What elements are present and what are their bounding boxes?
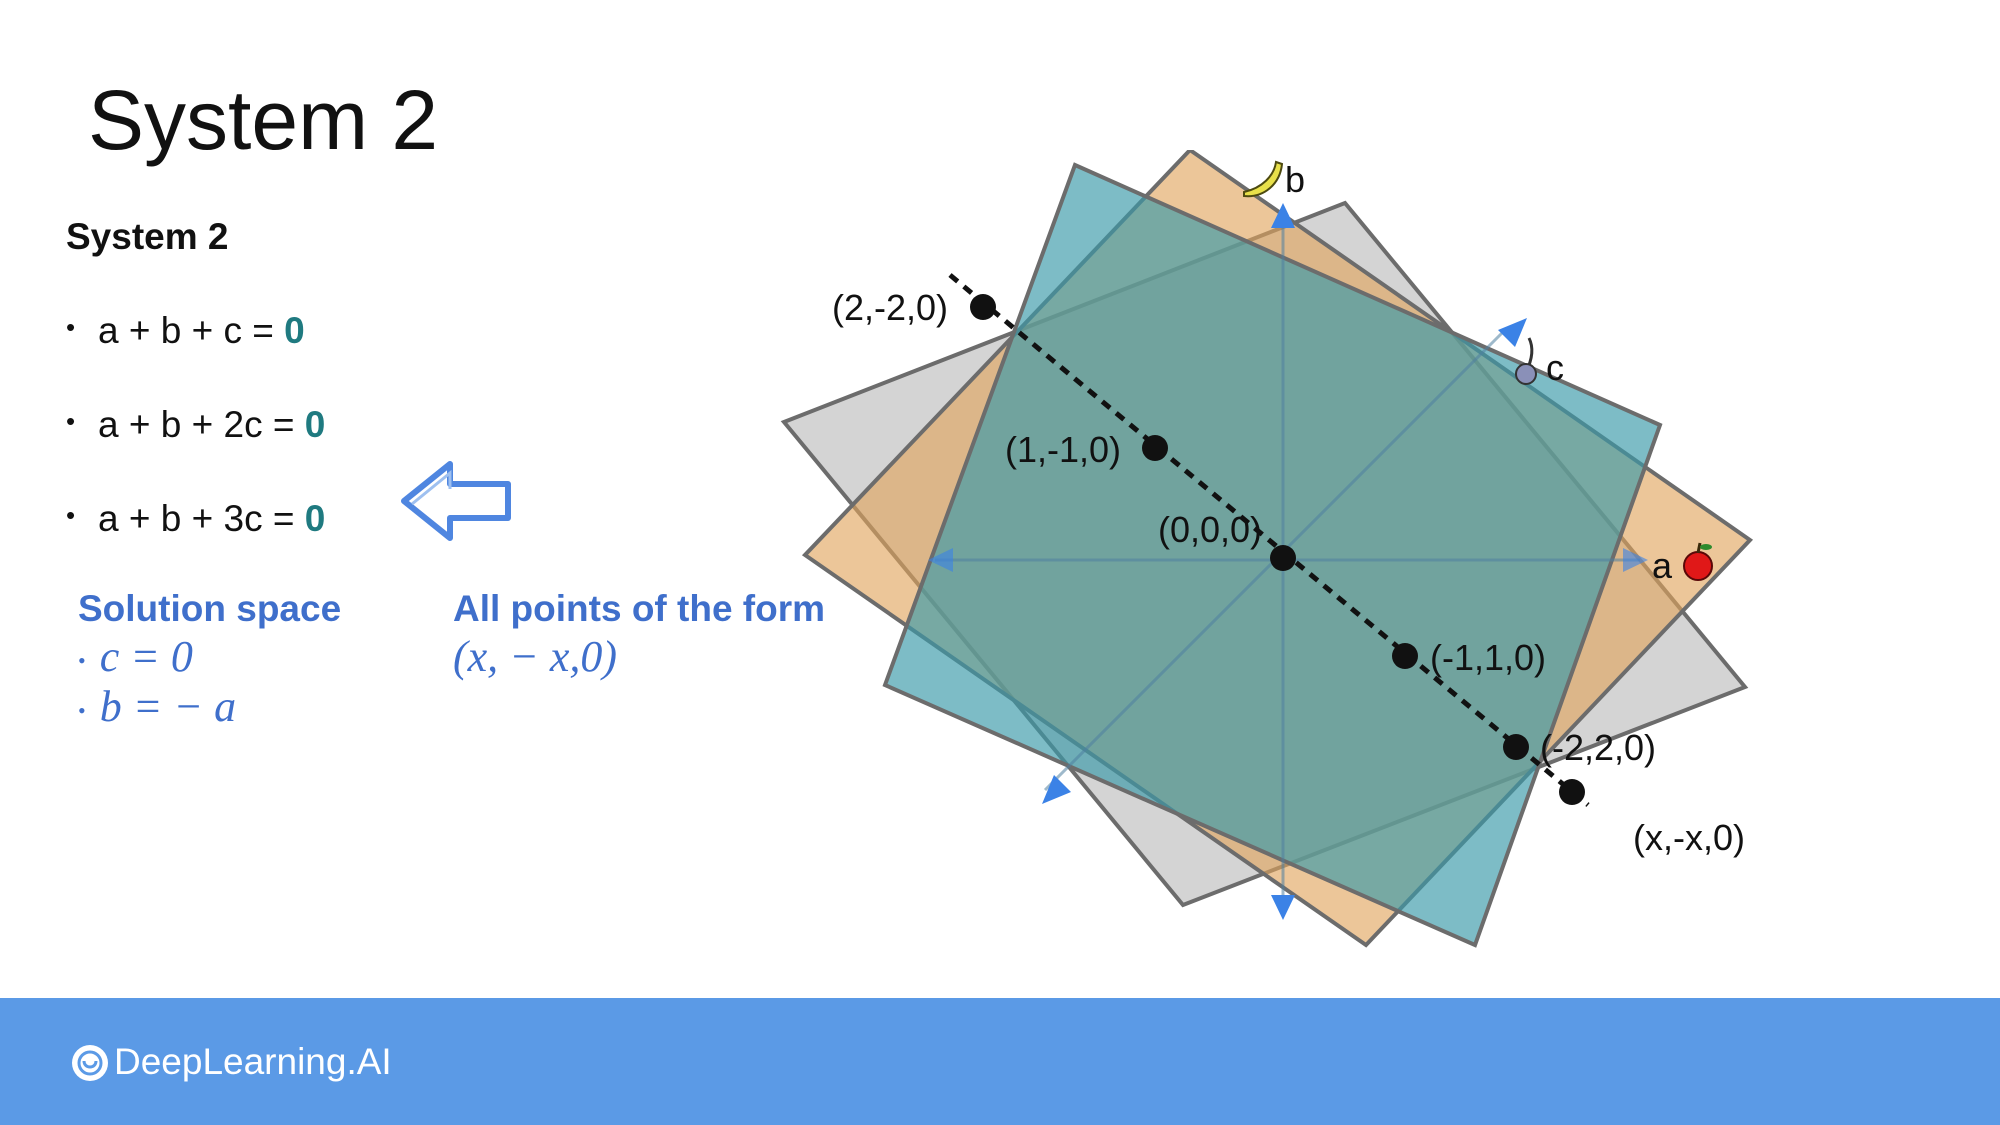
equation-2: a + b + 2c = 0: [66, 396, 326, 494]
axis-c-down-arrow-icon: [1042, 775, 1071, 804]
footer-bar: [0, 998, 2000, 1125]
equation-2-lhs: a + b + 2c =: [98, 404, 305, 445]
points-form-heading: All points of the form: [453, 588, 826, 629]
deeplearning-logo-icon: [72, 1045, 108, 1081]
equation-3-lhs: a + b + 3c =: [98, 498, 305, 539]
apple-icon: [1683, 542, 1713, 581]
point-x-negx-0: [1559, 779, 1585, 805]
axis-label-c: c: [1546, 347, 1564, 388]
equation-2-rhs: 0: [304, 404, 326, 445]
axis-a-right-arrow-icon: [1623, 548, 1648, 572]
footer-brand: DeepLearning.AI: [114, 1041, 392, 1082]
solution-item-c-text: c = 0: [99, 632, 193, 681]
solution-points: [970, 294, 1585, 805]
solution-space-heading: Solution space: [78, 588, 342, 629]
equation-1: a + b + c = 0: [66, 302, 325, 400]
left-arrow-icon: [401, 461, 511, 541]
point-label-origin: (0,0,0): [1158, 509, 1262, 550]
point-1-neg1-0: [1142, 435, 1168, 461]
equation-3-rhs: 0: [304, 498, 326, 539]
point-label-neg2-2-0: (-2,2,0): [1540, 727, 1656, 768]
cherry-icon: [1515, 337, 1537, 385]
equation-1-lhs: a + b + c =: [98, 310, 285, 351]
point-label-neg1-1-0: (-1,1,0): [1430, 637, 1546, 678]
solution-item-b-text: b = − a: [99, 682, 237, 731]
point-origin: [1270, 545, 1296, 571]
equation-3: a + b + 3c = 0: [66, 490, 326, 588]
axis-b-down-arrow-icon: [1271, 895, 1295, 920]
points-form-expression: (x, − x,0): [453, 632, 618, 681]
point-neg2-2-0: [1503, 734, 1529, 760]
solution-item-b: •b = − a: [78, 682, 237, 731]
planes-diagram: (2,-2,0) (1,-1,0) (0,0,0) (-1,1,0) (-2,2…: [780, 150, 1754, 948]
slide-title: System 2: [88, 73, 439, 167]
axis-a-left-arrow-icon: [928, 548, 953, 572]
axis-c-up-arrow-icon: [1498, 318, 1527, 347]
system-heading: System 2: [66, 216, 229, 257]
point-neg1-1-0: [1392, 643, 1418, 669]
point-label-x-negx-0: (x,-x,0): [1633, 817, 1745, 858]
solution-list: •c = 0 •b = − a: [78, 632, 236, 732]
axis-label-a: a: [1652, 545, 1673, 586]
axis-b-up-arrow-icon: [1271, 203, 1295, 228]
point-label-1-neg1-0: (1,-1,0): [1005, 429, 1121, 470]
solution-line: [948, 273, 1590, 807]
equation-list: a + b + c = 0 a + b + 2c = 0 a + b + 3c …: [66, 302, 326, 588]
axis-arrowheads: [928, 203, 1648, 920]
point-label-2-neg2-0: (2,-2,0): [832, 287, 948, 328]
point-2-neg2-0: [970, 294, 996, 320]
solution-item-c: •c = 0: [78, 632, 193, 681]
axis-label-b: b: [1285, 159, 1305, 200]
equation-1-rhs: 0: [284, 310, 305, 351]
banana-icon: [1243, 160, 1284, 198]
